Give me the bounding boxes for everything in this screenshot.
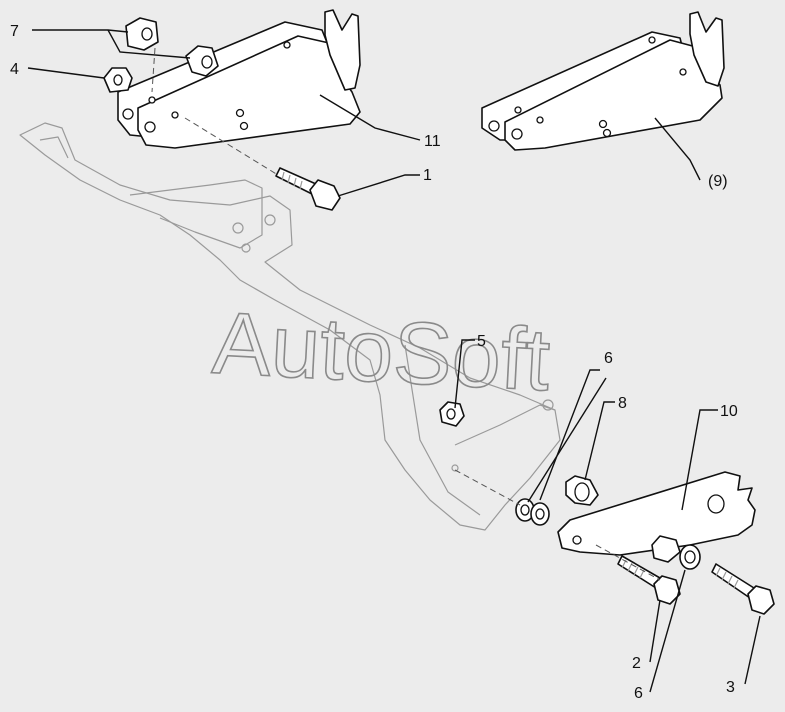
ghost-frame-outline <box>19 122 561 531</box>
callout-2: 2 <box>632 655 641 672</box>
callout-4: 4 <box>10 61 19 78</box>
bolt-2 <box>617 555 681 605</box>
callout-10: 10 <box>720 403 738 420</box>
spacer-7-upper <box>125 17 159 51</box>
bushing-8 <box>565 475 599 506</box>
nut-5 <box>439 401 465 427</box>
washer-6-pair <box>515 498 550 526</box>
callout-7: 7 <box>10 23 19 40</box>
callout-6-lower: 6 <box>634 685 643 702</box>
callout-3: 3 <box>726 679 735 696</box>
callout-1: 1 <box>423 167 432 184</box>
leader-lines <box>27 29 761 693</box>
callout-labels: 7 4 11 1 (9) 5 6 8 10 2 6 3 <box>10 23 738 702</box>
callout-9: (9) <box>708 173 728 190</box>
bracket-9 <box>481 11 725 151</box>
washer-6-lower <box>679 544 701 570</box>
bolt-1 <box>275 167 341 211</box>
watermark-text: AutoSoft <box>210 293 552 410</box>
callout-5: 5 <box>477 333 486 350</box>
callout-11: 11 <box>424 133 441 150</box>
callout-8: 8 <box>618 395 627 412</box>
lever-plate-10 <box>557 471 756 563</box>
nut-4 <box>103 67 133 93</box>
spacer-7-lower <box>185 45 219 77</box>
bolt-3 <box>711 563 775 615</box>
callout-6-upper: 6 <box>604 350 613 367</box>
assembly-axis-lines <box>151 47 661 581</box>
bracket-11 <box>117 9 361 149</box>
